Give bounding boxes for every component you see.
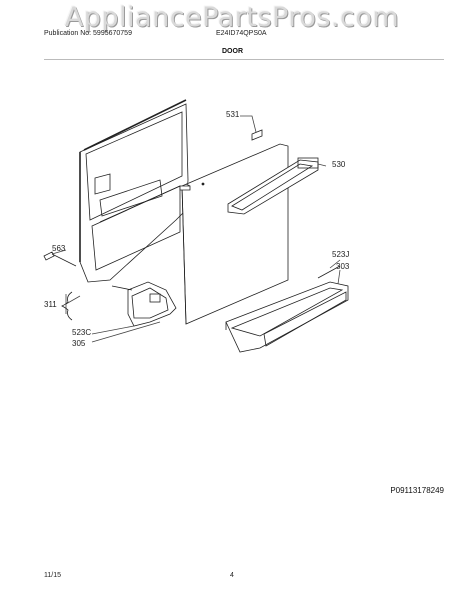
door-handle: [227, 157, 319, 215]
inner-door-liner: [79, 99, 189, 283]
door-hinge-bracket: [111, 281, 177, 327]
callout-303: 303: [336, 262, 350, 271]
figure-id: P09113178249: [390, 486, 444, 495]
publication-number: Publication No: 5995670759: [44, 30, 132, 37]
section-title: DOOR: [222, 48, 243, 55]
callout-305: 305: [72, 339, 86, 348]
footer-page-number: 4: [230, 572, 234, 579]
outer-door-panel: [179, 143, 289, 325]
callout-531: 531: [226, 110, 240, 119]
callout-530: 530: [332, 160, 346, 169]
screw-563: [43, 251, 77, 267]
callout-311: 311: [44, 300, 57, 309]
callout-523J: 523J: [332, 250, 350, 259]
brace-311: [61, 291, 73, 321]
header-rule: [44, 59, 444, 60]
gasket-523J: [317, 265, 341, 279]
watermark: AppliancePartsPros.com: [64, 2, 400, 33]
footer-date: 11/15: [44, 572, 61, 579]
model-number: E24ID74QPS0A: [216, 30, 267, 37]
callout-563: 563: [52, 244, 66, 253]
door-kickplate: [225, 281, 349, 353]
screw-531: [251, 129, 263, 141]
callout-523C: 523C: [72, 328, 92, 337]
